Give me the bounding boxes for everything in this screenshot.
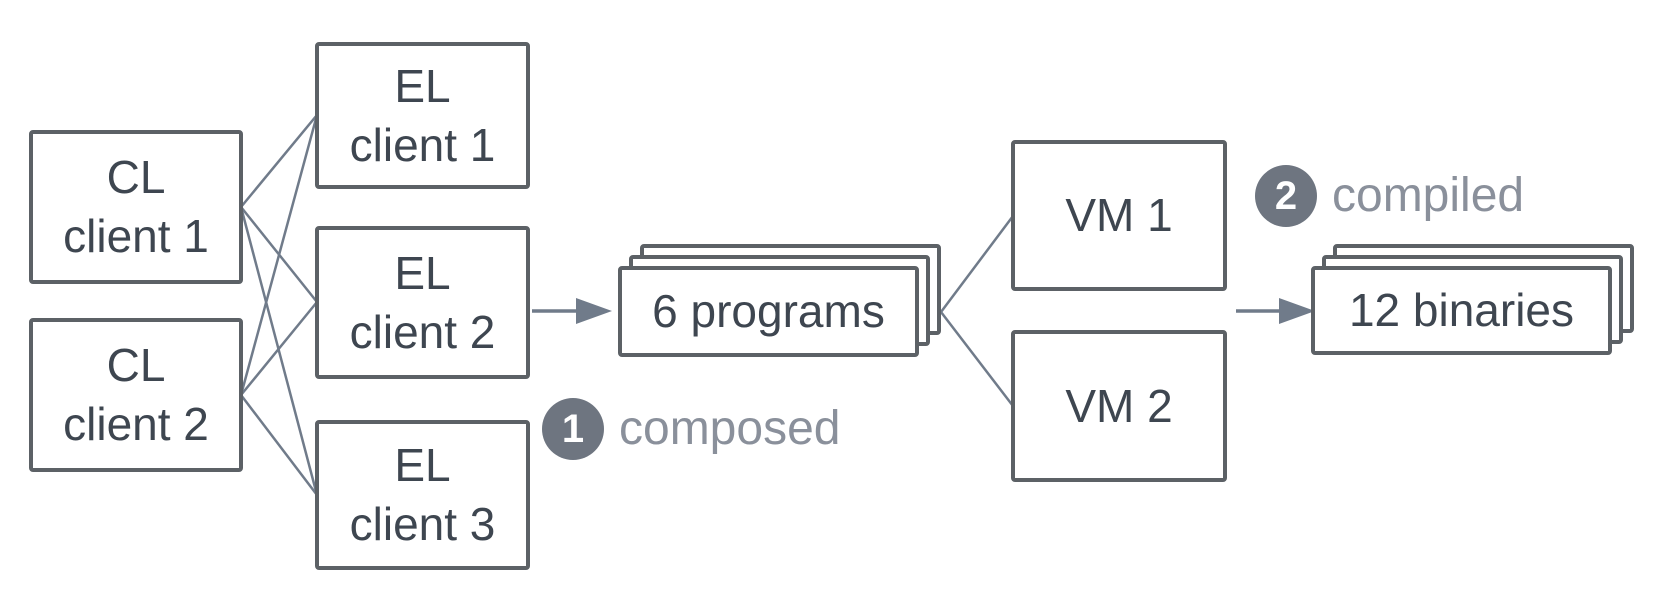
step-annotation-compiled: 2 compiled (1255, 165, 1524, 227)
arrow-el2-to-programs (532, 298, 612, 324)
arrowhead-icon (576, 298, 612, 324)
el-client-1-label: EL client 1 (349, 59, 496, 171)
arrowhead-icon (1279, 298, 1315, 324)
vm-2-node: VM 2 (1011, 330, 1227, 482)
el-client-2-node: EL client 2 (315, 226, 530, 379)
arrow-vms-to-binaries (1236, 298, 1315, 324)
step-1-number: 1 (561, 406, 585, 451)
binaries-stack: 12 binaries (1311, 244, 1634, 355)
el-client-1-node: EL client 1 (315, 42, 530, 189)
cl-client-2-node: CL client 2 (29, 318, 243, 472)
cl-el-connector-lines (239, 114, 319, 496)
step-annotation-composed: 1 composed (542, 398, 840, 460)
cl-client-2-label: CL client 2 (63, 339, 209, 450)
vm-1-node: VM 1 (1011, 140, 1227, 291)
stack-card-front: 6 programs (618, 266, 919, 357)
step-2-badge: 2 (1255, 165, 1317, 227)
vm-2-label: VM 2 (1065, 379, 1173, 432)
el-client-3-label: EL client 3 (349, 439, 496, 550)
programs-vm-connector-lines (940, 215, 1014, 407)
cl-client-1-node: CL client 1 (29, 130, 243, 284)
step-1-label: composed (619, 402, 841, 455)
step-2-label: compiled (1332, 169, 1525, 222)
programs-stack: 6 programs (618, 244, 941, 357)
binaries-label: 12 binaries (1348, 284, 1575, 337)
vm-1-label: VM 1 (1065, 189, 1173, 242)
programs-label: 6 programs (652, 285, 885, 338)
step-1-badge: 1 (542, 398, 604, 460)
cl-client-1-label: CL client 1 (63, 151, 209, 262)
stack-card-front: 12 binaries (1311, 266, 1612, 355)
el-client-2-label: EL client 2 (349, 246, 496, 358)
step-2-number: 2 (1274, 173, 1298, 218)
el-client-3-node: EL client 3 (315, 420, 530, 570)
